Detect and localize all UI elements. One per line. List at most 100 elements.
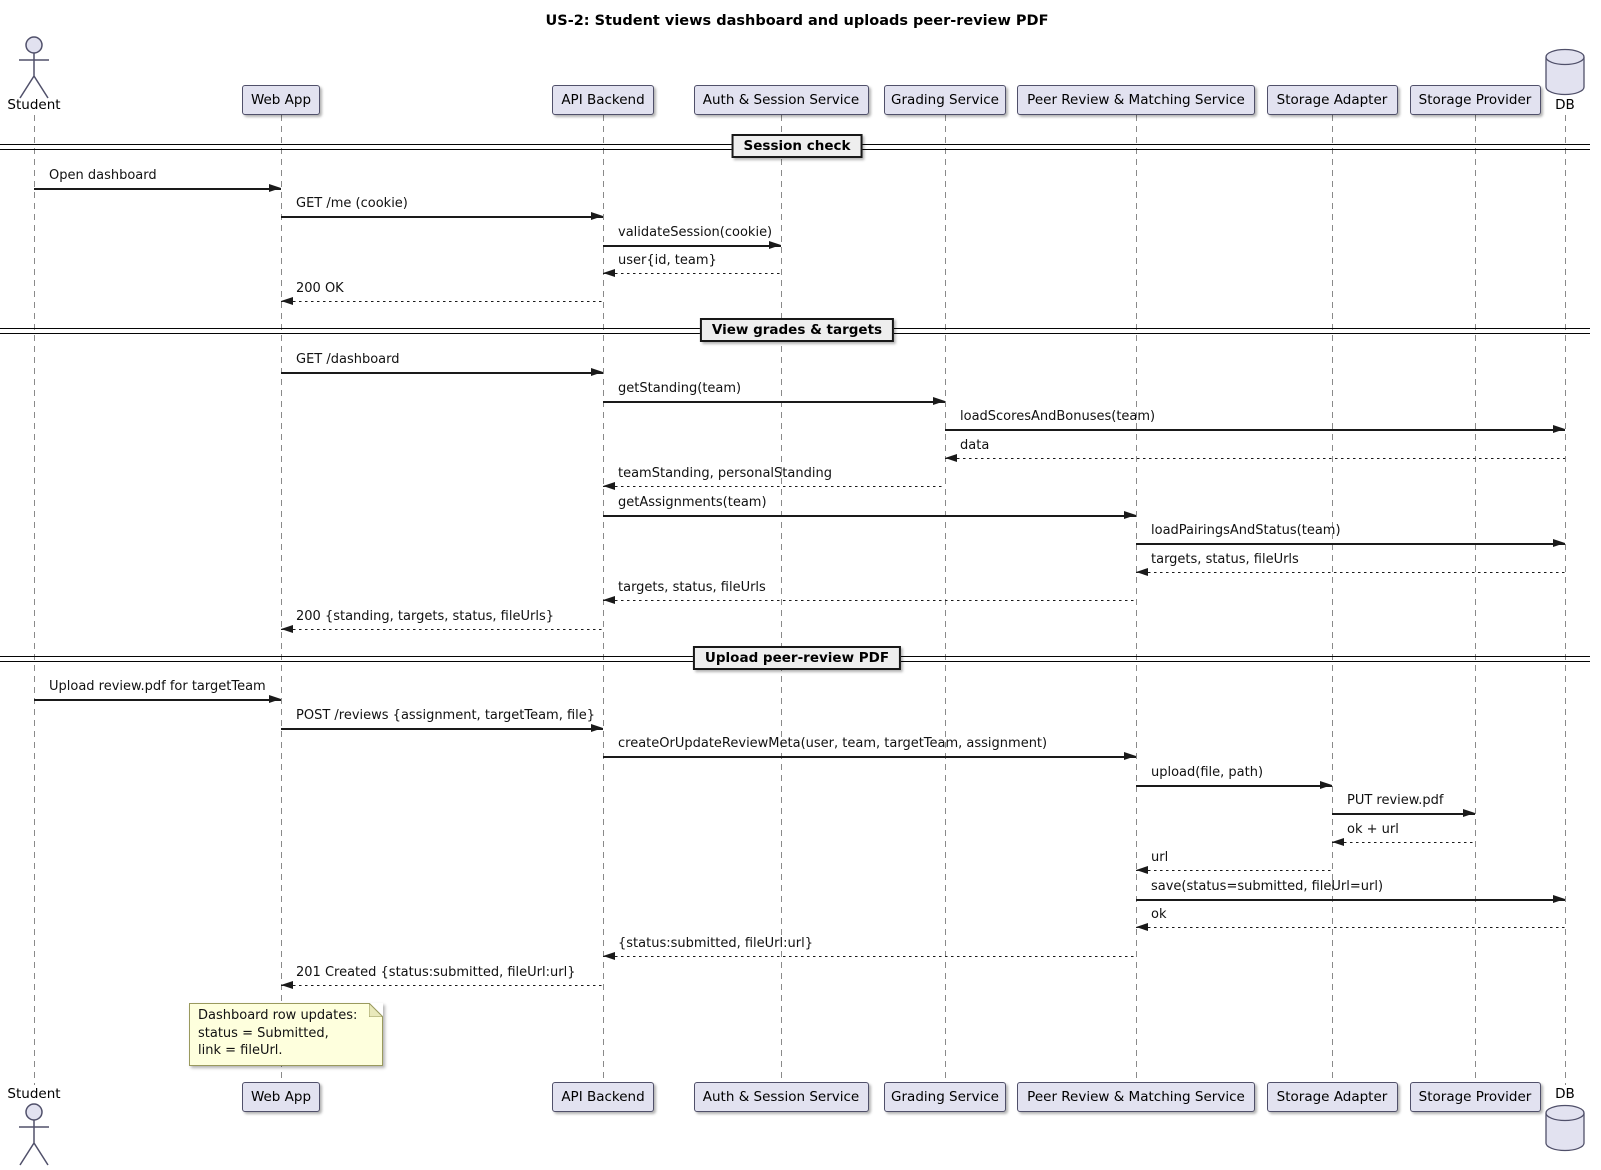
message-arrowhead-21 [1136, 866, 1148, 875]
message-label-16: POST /reviews {assignment, targetTeam, f… [296, 708, 596, 723]
diagram-title: US-2: Student views dashboard and upload… [545, 13, 1049, 29]
message-arrowhead-4 [281, 297, 293, 306]
participant-storage_provider-top: Storage Provider [1409, 85, 1541, 115]
message-arrowhead-3 [603, 269, 615, 278]
participant-auth-bottom: Auth & Session Service [693, 1082, 869, 1112]
message-line-4 [281, 301, 603, 303]
message-line-0 [34, 188, 281, 190]
message-label-23: ok [1151, 907, 1167, 922]
message-label-12: targets, status, fileUrls [1151, 552, 1299, 567]
message-label-19: PUT review.pdf [1347, 793, 1444, 808]
message-line-5 [281, 372, 603, 374]
participant-student-bottom-label: Student [7, 1086, 61, 1102]
divider-0: Session check [731, 134, 863, 158]
note-line-2: status = Submitted, [198, 1025, 329, 1041]
message-label-14: 200 {standing, targets, status, fileUrls… [296, 609, 555, 624]
participant-peer-bottom: Peer Review & Matching Service [1017, 1082, 1255, 1112]
message-label-6: getStanding(team) [618, 381, 742, 396]
message-arrowhead-16 [591, 724, 603, 733]
message-arrowhead-6 [933, 397, 945, 406]
message-arrowhead-11 [1553, 539, 1565, 548]
lifeline-storage_adapter [1331, 115, 1333, 1085]
message-line-13 [603, 600, 1136, 602]
message-line-9 [603, 486, 945, 488]
participant-webapp-top: Web App [242, 85, 320, 115]
message-arrowhead-23 [1136, 923, 1148, 932]
participant-api-top: API Backend [552, 85, 654, 115]
participant-peer-top: Peer Review & Matching Service [1017, 85, 1255, 115]
actor-figure-bottom [14, 1103, 54, 1167]
message-line-20 [1332, 842, 1475, 844]
actor-icon [19, 1103, 49, 1166]
lifeline-db [1564, 115, 1566, 1085]
database-figure-bottom [1544, 1104, 1586, 1152]
participant-api-bottom: API Backend [552, 1082, 654, 1112]
message-label-7: loadScoresAndBonuses(team) [960, 409, 1156, 424]
message-arrowhead-22 [1553, 895, 1565, 904]
message-line-12 [1136, 572, 1565, 574]
message-label-20: ok + url [1347, 822, 1399, 837]
message-arrowhead-9 [603, 482, 615, 491]
lifeline-storage_provider [1474, 115, 1476, 1085]
message-label-9: teamStanding, personalStanding [618, 466, 832, 481]
message-line-15 [34, 699, 281, 701]
message-label-25: 201 Created {status:submitted, fileUrl:u… [296, 965, 576, 980]
participant-grading-bottom: Grading Service [884, 1082, 1006, 1112]
lifeline-student [33, 115, 35, 1085]
lifeline-webapp [280, 115, 282, 1085]
message-arrowhead-25 [281, 981, 293, 990]
message-label-22: save(status=submitted, fileUrl=url) [1151, 879, 1384, 894]
database-figure-top [1544, 48, 1586, 96]
message-line-18 [1136, 785, 1332, 787]
message-line-10 [603, 515, 1136, 517]
message-line-21 [1136, 870, 1332, 872]
message-line-23 [1136, 927, 1565, 929]
participant-db-bottom-label: DB [1555, 1086, 1575, 1102]
message-arrowhead-0 [269, 184, 281, 193]
message-arrowhead-8 [945, 454, 957, 463]
note-fold-icon [369, 1003, 383, 1017]
participant-db-top-label: DB [1555, 97, 1575, 113]
participant-storage_adapter-top: Storage Adapter [1266, 85, 1398, 115]
message-label-17: createOrUpdateReviewMeta(user, team, tar… [618, 736, 1048, 751]
message-line-25 [281, 985, 603, 987]
message-line-2 [603, 245, 781, 247]
message-arrowhead-20 [1332, 838, 1344, 847]
message-arrowhead-7 [1553, 425, 1565, 434]
message-label-5: GET /dashboard [296, 352, 400, 367]
message-label-15: Upload review.pdf for targetTeam [49, 679, 266, 694]
message-label-18: upload(file, path) [1151, 765, 1264, 780]
message-label-8: data [960, 438, 990, 453]
message-label-0: Open dashboard [49, 168, 157, 183]
message-arrowhead-24 [603, 952, 615, 961]
participant-auth-top: Auth & Session Service [693, 85, 869, 115]
message-line-6 [603, 401, 945, 403]
message-arrowhead-5 [591, 368, 603, 377]
message-line-11 [1136, 543, 1565, 545]
message-line-17 [603, 756, 1136, 758]
participant-student-top-label: Student [7, 97, 61, 113]
message-arrowhead-18 [1320, 781, 1332, 790]
message-label-24: {status:submitted, fileUrl:url} [618, 936, 813, 951]
note-line-1: Dashboard row updates: [198, 1008, 358, 1023]
message-label-2: validateSession(cookie) [618, 225, 773, 240]
message-label-21: url [1151, 850, 1169, 865]
message-arrowhead-19 [1463, 809, 1475, 818]
message-label-1: GET /me (cookie) [296, 196, 408, 211]
participant-storage_adapter-bottom: Storage Adapter [1266, 1082, 1398, 1112]
message-line-3 [603, 273, 781, 275]
message-arrowhead-10 [1124, 511, 1136, 520]
message-arrowhead-15 [269, 695, 281, 704]
message-label-11: loadPairingsAndStatus(team) [1151, 523, 1341, 538]
message-line-1 [281, 216, 603, 218]
divider-2: Upload peer-review PDF [692, 646, 902, 670]
message-label-10: getAssignments(team) [618, 495, 767, 510]
message-line-7 [945, 429, 1565, 431]
divider-1: View grades & targets [699, 318, 895, 342]
message-arrowhead-2 [769, 241, 781, 250]
message-label-13: targets, status, fileUrls [618, 580, 766, 595]
dashboard-update-note: Dashboard row updates: status = Submitte… [189, 1003, 383, 1066]
message-arrowhead-1 [591, 212, 603, 221]
actor-figure-top [14, 36, 54, 100]
